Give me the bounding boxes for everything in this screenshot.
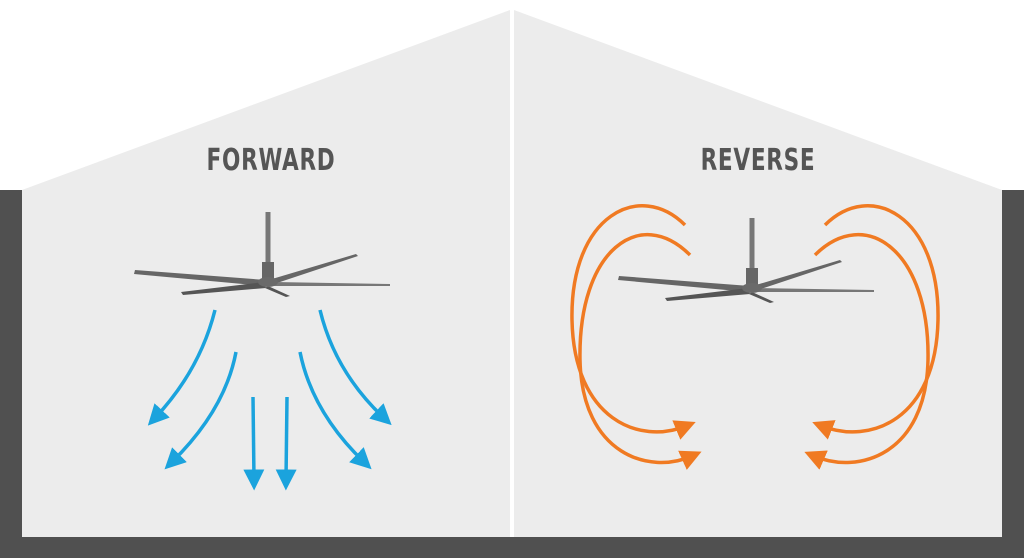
loop-arrow [578,233,702,470]
reverse-airflow-arrows [570,204,940,470]
forward-airflow-arrows [147,309,392,491]
down-arrow [164,351,238,470]
loop-arrow [570,204,696,440]
loop-arrow [812,204,940,440]
floor [0,537,1024,558]
down-arrow [318,309,392,426]
right-wall [1002,190,1024,558]
down-arrow [243,396,265,491]
left-wall [0,190,22,558]
reverse-title: REVERSE [700,143,816,178]
house [0,10,1024,558]
down-arrow [298,351,372,470]
down-arrow [275,396,297,491]
loop-arrow [804,233,930,470]
forward-title: FORWARD [206,143,336,178]
down-arrow [147,309,217,426]
